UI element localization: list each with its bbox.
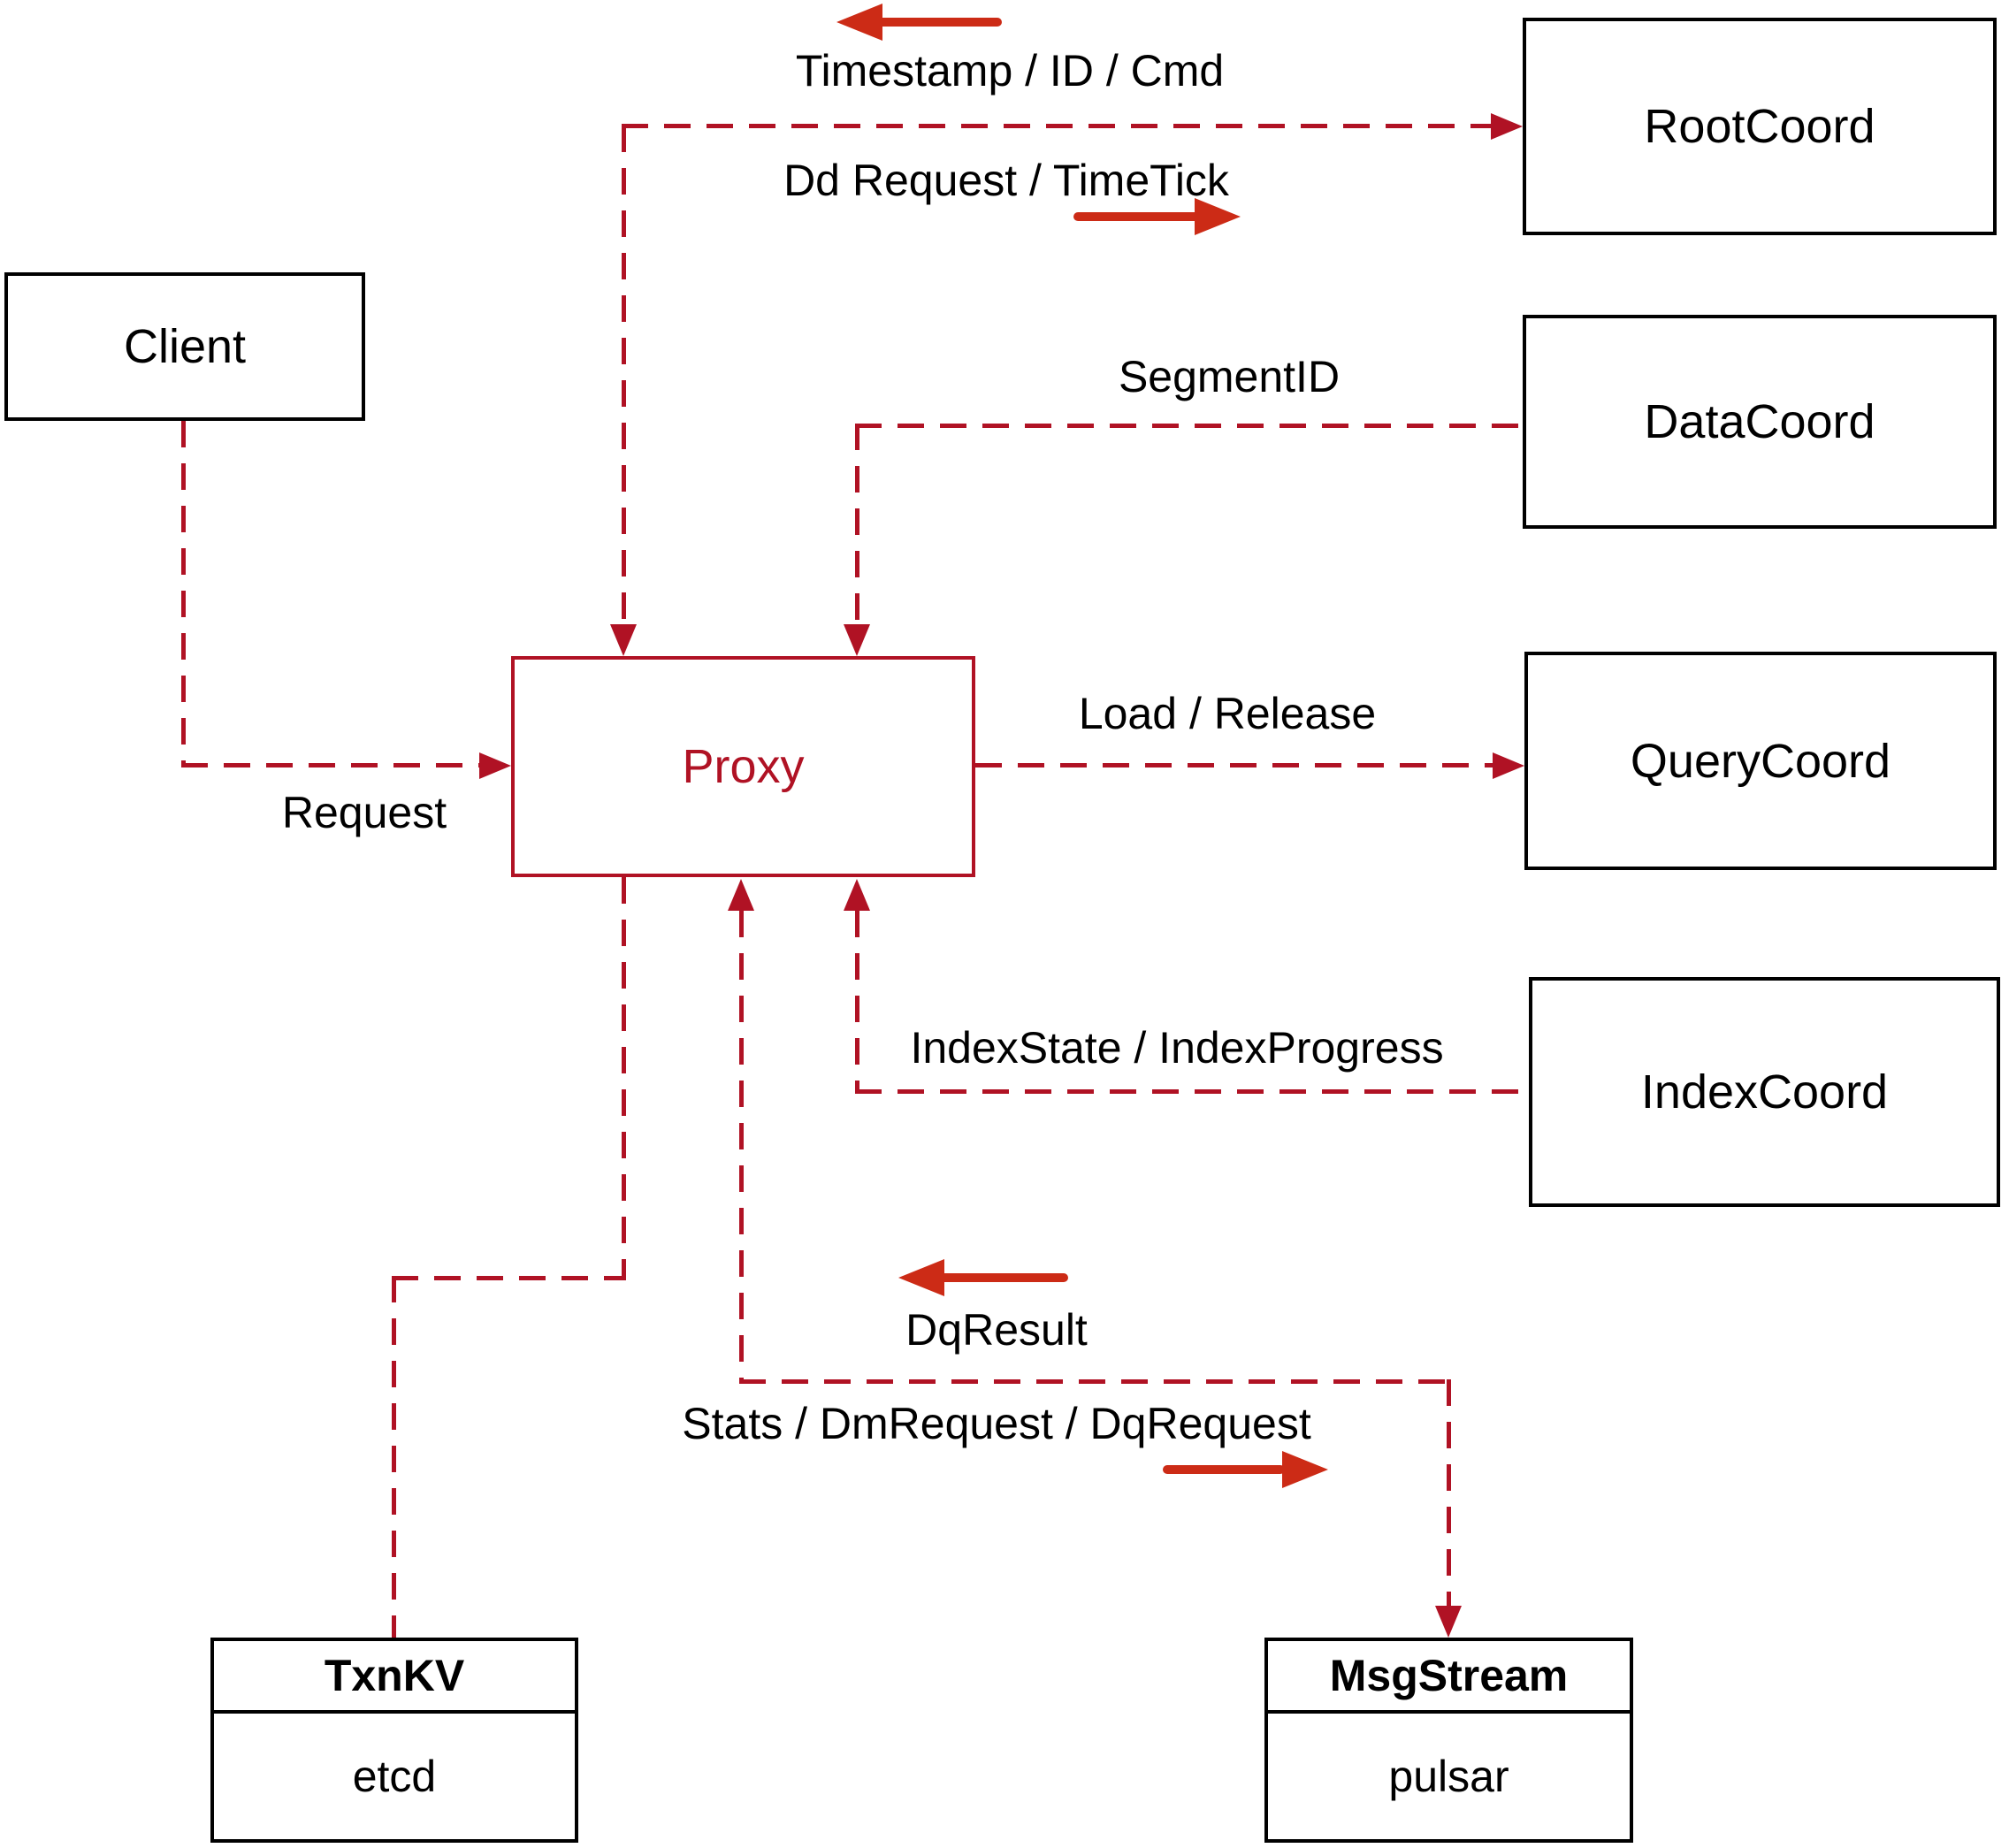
response-arrowhead-left-dqresult-icon: [898, 1259, 944, 1296]
edge-datacoord-proxy-vertical: [855, 424, 859, 626]
edge-proxy-txnkv-vertical-lower: [392, 1276, 396, 1638]
node-msgstream: MsgStream pulsar: [1264, 1638, 1633, 1843]
node-querycoord: QueryCoord: [1524, 652, 1997, 870]
node-datacoord: DataCoord: [1523, 315, 1997, 529]
node-querycoord-label: QueryCoord: [1630, 734, 1891, 788]
request-arrowhead-right-rootcoord-icon: [1195, 198, 1241, 235]
node-txnkv: TxnKV etcd: [210, 1638, 578, 1843]
edge-label-dd-request-timetick: Dd Request / TimeTick: [783, 156, 1229, 205]
response-arrowhead-left-rootcoord-icon: [836, 4, 882, 41]
edge-rootcoord-proxy-vertical: [622, 126, 626, 626]
node-txnkv-title: TxnKV: [214, 1641, 575, 1714]
response-arrow-left-rootcoord-icon: [875, 18, 1002, 27]
node-msgstream-subtitle: pulsar: [1388, 1752, 1509, 1801]
edge-proxy-rootcoord-horizontal: [622, 124, 1491, 128]
edge-label-load-release: Load / Release: [1078, 689, 1377, 738]
node-rootcoord-label: RootCoord: [1644, 100, 1875, 153]
node-indexcoord: IndexCoord: [1529, 977, 2000, 1207]
edge-label-indexstate-indexprogress: IndexState / IndexProgress: [910, 1023, 1444, 1073]
node-rootcoord: RootCoord: [1523, 18, 1997, 235]
arrowhead-into-proxy-bottom-left-icon: [728, 879, 754, 911]
arrowhead-into-proxy-bottom-right-icon: [844, 879, 870, 911]
edge-proxy-txnkv-vertical-upper: [622, 877, 626, 1280]
arrowhead-into-rootcoord-icon: [1491, 113, 1523, 140]
node-proxy: Proxy: [511, 656, 975, 877]
request-arrow-right-rootcoord-icon: [1073, 212, 1200, 221]
edge-proxy-msgstream-horizontal: [739, 1379, 1451, 1384]
edge-client-proxy-vertical: [181, 421, 186, 767]
edge-label-dqresult: DqResult: [905, 1305, 1088, 1355]
edge-indexcoord-proxy-vertical: [855, 911, 859, 1094]
edge-label-timestamp-id-cmd: Timestamp / ID / Cmd: [795, 46, 1225, 95]
arrowhead-into-proxy-left-icon: [479, 752, 511, 779]
edge-label-request: Request: [281, 788, 447, 837]
arrowhead-into-querycoord-icon: [1493, 752, 1524, 779]
node-indexcoord-label: IndexCoord: [1640, 1065, 1889, 1119]
node-proxy-label: Proxy: [682, 740, 805, 793]
edge-proxy-msgstream-vertical-lower: [1447, 1379, 1451, 1607]
edge-client-proxy-horizontal: [181, 763, 480, 767]
node-msgstream-title: MsgStream: [1268, 1641, 1630, 1714]
edge-label-segmentid: SegmentID: [1118, 352, 1341, 401]
arrowhead-into-proxy-top-right-icon: [844, 624, 870, 656]
request-arrow-right-msgstream-icon: [1163, 1465, 1285, 1474]
arrowhead-into-proxy-top-left-icon: [610, 624, 637, 656]
edge-proxy-txnkv-horizontal: [392, 1276, 626, 1280]
edge-indexcoord-proxy-horizontal: [855, 1089, 1529, 1094]
edge-proxy-querycoord-horizontal: [975, 763, 1493, 767]
response-arrow-left-dqresult-icon: [940, 1273, 1068, 1282]
edge-datacoord-proxy-horizontal: [855, 424, 1523, 428]
node-client: Client: [4, 272, 365, 421]
node-datacoord-label: DataCoord: [1644, 395, 1875, 448]
edge-label-stats-dmrequest-dqrequest: Stats / DmRequest / DqRequest: [682, 1399, 1311, 1448]
arrowhead-into-msgstream-icon: [1435, 1606, 1462, 1638]
node-txnkv-subtitle: etcd: [352, 1752, 437, 1801]
request-arrowhead-right-msgstream-icon: [1282, 1451, 1328, 1488]
node-client-label: Client: [123, 320, 247, 373]
edge-proxy-msgstream-vertical-upper: [739, 911, 744, 1383]
